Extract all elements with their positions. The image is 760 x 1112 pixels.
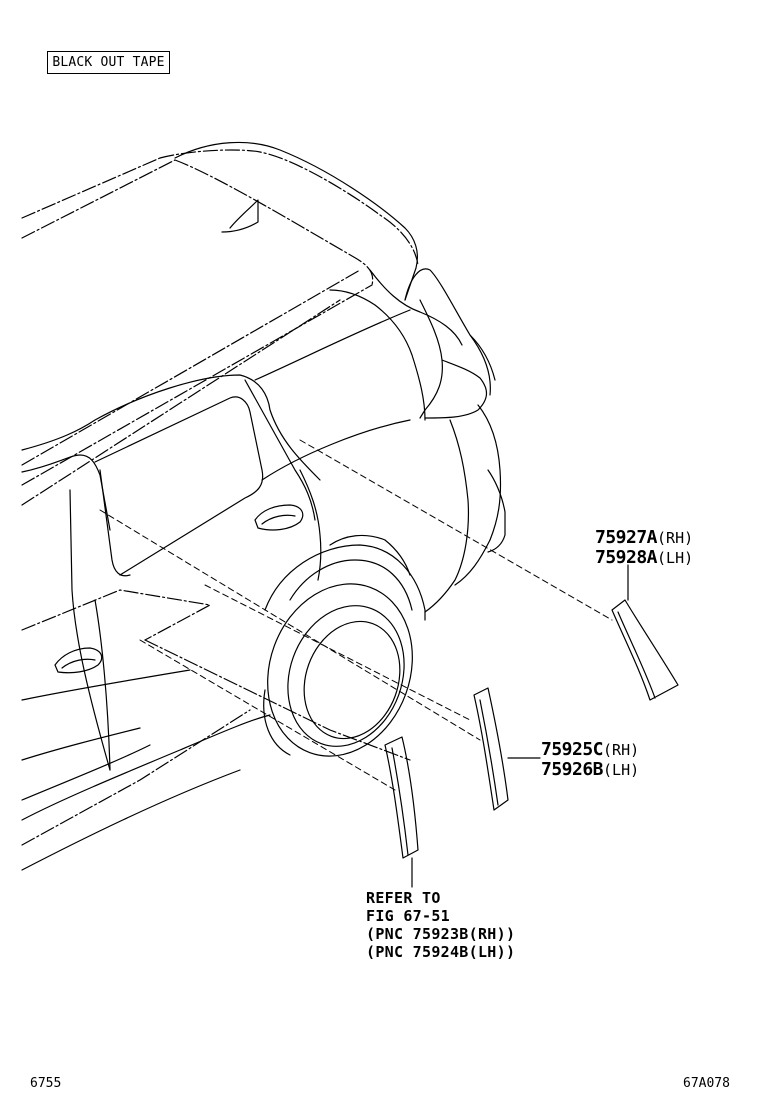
reference-line: (PNC 75924B(LH)) bbox=[366, 943, 516, 961]
part-number: 75926B bbox=[541, 759, 604, 780]
part-number-75927a: 75927A(RH) bbox=[595, 528, 693, 548]
part-number-75925c: 75925C(RH) bbox=[541, 740, 639, 760]
door-handle-front bbox=[55, 648, 102, 673]
reference-line: REFER TO bbox=[366, 889, 441, 907]
part-side: (RH) bbox=[603, 741, 640, 759]
part-number-75928a: 75928A(LH) bbox=[595, 548, 693, 568]
part-side: (LH) bbox=[603, 761, 640, 779]
part-lower-tape bbox=[385, 737, 418, 887]
title-label-box: BLACK OUT TAPE bbox=[47, 51, 170, 74]
part-middle-tape bbox=[474, 688, 540, 810]
part-number: 75927A bbox=[595, 527, 658, 548]
part-number: 75925C bbox=[541, 739, 604, 760]
rear-spoiler bbox=[175, 142, 490, 395]
footer-right-code: 67A078 bbox=[683, 1076, 730, 1091]
body-side bbox=[22, 290, 425, 870]
rear-corner bbox=[420, 300, 505, 612]
part-number-75926b: 75926B(LH) bbox=[541, 760, 639, 780]
footer-left-code: 6755 bbox=[30, 1076, 62, 1091]
part-upper-tape bbox=[612, 565, 678, 700]
roof-outline bbox=[22, 150, 418, 845]
part-side: (LH) bbox=[657, 549, 694, 567]
part-side: (RH) bbox=[657, 529, 694, 547]
wheel-arch bbox=[265, 535, 425, 620]
leader-lines bbox=[100, 440, 612, 790]
reference-line: (PNC 75923B(RH)) bbox=[366, 925, 516, 943]
part-number: 75928A bbox=[595, 547, 658, 568]
door-handle-rear bbox=[255, 505, 303, 530]
tire bbox=[244, 563, 436, 776]
reference-line: FIG 67-51 bbox=[366, 907, 450, 925]
reference-note: REFER TO FIG 67-51 (PNC 75923B(RH)) (PNC… bbox=[366, 889, 515, 961]
